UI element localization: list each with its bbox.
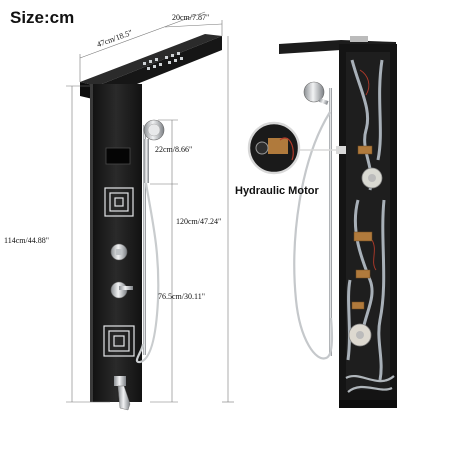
head-offset-dimension-label: 22cm/8.66" (155, 145, 193, 154)
hydraulic-motors (348, 167, 383, 347)
shower-panel-interior (247, 36, 397, 408)
body-jet-upper (104, 187, 134, 217)
size-unit-label: Size:cm (10, 8, 75, 27)
interior-handheld (303, 81, 329, 105)
brass-valves (351, 145, 373, 310)
red-wires (359, 69, 377, 271)
bottom-pipes (345, 375, 395, 393)
body-jet-lower (103, 325, 135, 357)
interior-hose (293, 111, 334, 360)
slide-bar (143, 125, 146, 355)
panel-height-dimension-label: 114cm/44.88" (4, 236, 49, 245)
shower-panel-front (80, 34, 222, 411)
top-width-dimension-label: 20cm/7.87" (172, 13, 210, 22)
temperature-display (105, 147, 131, 165)
total-height-dimension-label: 120cm/47.24" (176, 217, 222, 226)
hydraulic-motor-label: Hydraulic Motor (235, 185, 319, 197)
shower-hose (135, 182, 160, 364)
diverter-knob (110, 243, 128, 261)
rain-nozzles (143, 52, 183, 70)
mixer-knob (110, 281, 133, 299)
tub-spout (114, 376, 131, 411)
dimension-lines (66, 11, 234, 403)
handheld-shower (143, 119, 165, 183)
motor-magnifier (247, 121, 346, 175)
panel-body (90, 84, 142, 402)
interior-slide-bar (329, 88, 332, 356)
handheld-height-dimension-label: 76.5cm/30.11" (158, 292, 205, 301)
